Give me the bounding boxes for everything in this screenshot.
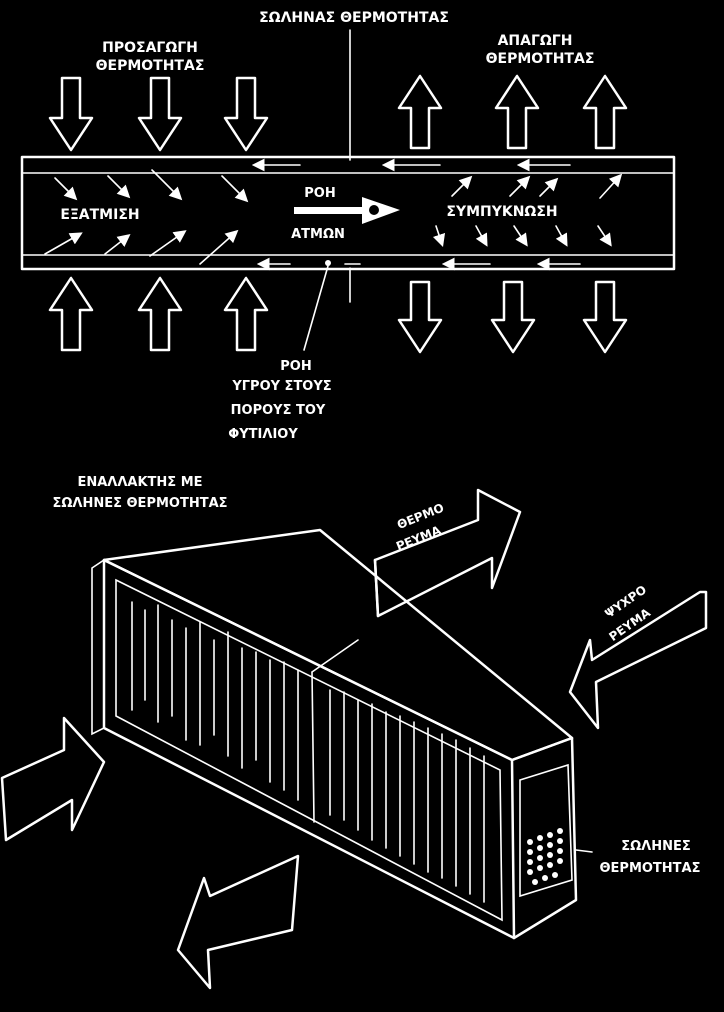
exchanger-box [91,528,578,940]
cold-stream-arrow [568,590,708,730]
top-face-divider [311,639,359,673]
arrow-down-icon [48,76,94,152]
arrow-down-icon [582,280,628,354]
arrow-down-icon [223,76,269,152]
arrow-up-icon [137,276,183,352]
arrow-down-icon [490,280,536,354]
arrow-up-icon [397,74,443,150]
arrow-down-icon [397,280,443,354]
liquid-flow-label-3: ΠΟΡΟΥΣ ΤΟΥ [231,403,326,418]
evaporation-label: ΕΞΑΤΜΙΣΗ [60,207,139,223]
hot-stream-arrow [373,488,522,618]
tubes-label-2: ΘΕΡΜΟΤΗΤΑΣ [599,861,700,876]
liquid-flow-pointer [325,260,331,266]
pipe-label: ΣΩΛΗΝΑΣ ΘΕΡΜΟΤΗΤΑΣ [259,10,449,26]
pipe-body [20,155,676,271]
vapor-flow-label-1: ΡΟΗ [304,186,335,201]
heat-input-label-2: ΘΕΡΜΟΤΗΤΑΣ [96,58,205,74]
left-flange [91,558,105,736]
condensation-arrows [432,173,623,248]
heat-exchanger-section: ΕΝΑΛΛΑΚΤΗΣ ΜΕ ΣΩΛΗΝΕΣ ΘΕΡΜΟΤΗΤΑΣ ΘΕΡΜΟ Ρ… [0,475,708,990]
box-side-face [510,736,578,940]
heat-output-arrows-top [397,74,628,150]
liquid-flow-label-4: ΦΥΤΙΛΙΟΥ [228,427,298,442]
outlet-arrow-bottom [176,854,300,990]
evaporation-arrows [44,169,249,265]
tubes-label-1: ΣΩΛΗΝΕΣ [621,839,691,854]
vapor-flow-label-2: ΑΤΜΩΝ [291,227,345,242]
box-front-face [102,558,516,940]
heat-input-label-1: ΠΡΟΣΑΓΩΓΗ [102,40,198,56]
exchanger-label-2: ΣΩΛΗΝΕΣ ΘΕΡΜΟΤΗΤΑΣ [52,496,227,511]
tubes-leader [575,849,593,853]
arrow-up-icon [48,276,94,352]
condensation-label: ΣΥΜΠΥΚΝΩΣΗ [446,204,557,220]
tube-hatching-left [131,601,299,801]
liquid-flow-label-2: ΥΓΡΟΥ ΣΤΟΥΣ [231,379,331,394]
liquid-flow-label-1: ΡΟΗ [280,359,311,374]
vapor-flow-arrow [294,197,400,224]
heat-pipe-section: ΣΩΛΗΝΑΣ ΘΕΡΜΟΤΗΤΑΣ ΠΡΟΣΑΓΩΓΗ ΘΕΡΜΟΤΗΤΑΣ … [20,10,676,442]
inlet-arrow-left [0,716,106,842]
tube-bundle-end [519,763,573,898]
arrow-down-icon [137,76,183,152]
heat-output-label-1: ΑΠΑΓΩΓΗ [498,33,573,49]
arrow-icon [373,488,522,618]
arrow-up-icon [494,74,540,150]
pipe-outer-wall [20,155,676,271]
heat-output-label-2: ΘΕΡΜΟΤΗΤΑΣ [486,51,595,67]
arrow-icon [0,716,106,842]
heat-input-arrows-top [48,76,269,152]
exchanger-label-1: ΕΝΑΛΛΑΚΤΗΣ ΜΕ [77,475,202,490]
heat-output-arrows-bottom [397,280,628,354]
panel-divider [311,671,315,823]
liquid-flow-leader [303,265,329,351]
heat-input-arrows-bottom [48,276,269,352]
arrow-icon [176,854,300,990]
wick-flow-arrows [251,158,581,271]
arrow-up-icon [582,74,628,150]
arrow-up-icon [223,276,269,352]
tube-hatching-right [329,689,485,903]
arrow-icon [568,590,708,730]
